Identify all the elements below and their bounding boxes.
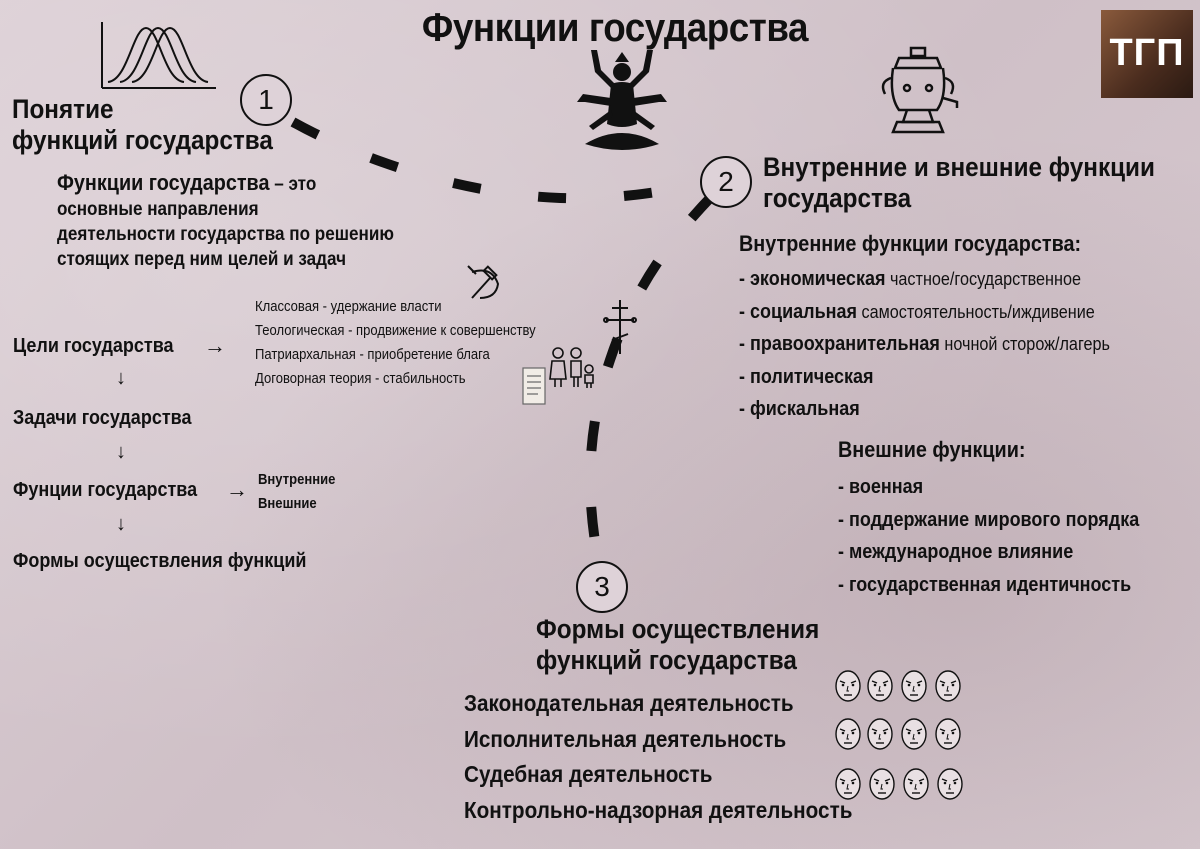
section-1-heading-line-1: Понятие [12, 94, 114, 124]
faces-icon [835, 670, 963, 800]
flow-tasks: Задачи государства [13, 407, 192, 429]
bell-curves-icon [101, 22, 216, 89]
theory-contract: Договорная теория - стабильность [255, 371, 466, 387]
theory-theological: Теологическая - продвижение к совершенст… [255, 323, 536, 339]
definition-term: Функции государства [57, 170, 270, 195]
samovar-icon [881, 46, 959, 134]
theories-list: Классовая - удержание власти Теологическ… [255, 295, 536, 391]
definition-line-3: деятельности государства по решению [57, 224, 394, 245]
definition: Функции государства – это основные напра… [57, 170, 394, 272]
external-military: - военная [838, 476, 924, 498]
internal-political: - политическая [739, 365, 874, 388]
theory-class: Классовая - удержание власти [255, 299, 442, 315]
section-3-heading-line-1: Формы осуществления [536, 614, 820, 644]
section-2-heading-line-2: государства [763, 183, 912, 213]
section-3-heading-line-2: функций государства [536, 645, 797, 675]
section-3-heading: Формы осуществления функций государства [536, 614, 819, 676]
section-2-number: 2 [700, 156, 752, 208]
external-title: Внешние функции: [838, 437, 1026, 462]
function-type-internal: Внутренние [258, 472, 336, 488]
section-2-heading: Внутренние и внешние функции государства [763, 152, 1155, 214]
scroll-icon [522, 367, 546, 405]
forms-list: Законодательная деятельность Исполнитель… [464, 686, 852, 828]
definition-dash: – это [269, 174, 317, 195]
multi-armed-figure-icon [577, 50, 667, 150]
orthodox-cross-icon [603, 300, 637, 354]
definition-line-4: стоящих перед ним целей и задач [57, 249, 347, 270]
definition-line-1: Функции государства – это [57, 170, 394, 197]
external-state-identity: - государственная идентичность [838, 573, 1132, 596]
flow-goals: Цели государства [13, 335, 174, 357]
form-legislative: Законодательная деятельность [464, 690, 794, 716]
flow-arrow-down-2: ↓ [116, 441, 126, 463]
form-supervisory: Контрольно-надзорная деятельность [464, 796, 853, 823]
hammer-sickle-icon [467, 265, 500, 299]
flow-arrow-down-1: ↓ [116, 367, 126, 389]
internal-fiscal: - фискальная [739, 398, 860, 420]
internal-law-enforcement: - правоохранительная ночной сторож/лагер… [739, 333, 1110, 355]
form-judicial: Судебная деятельность [464, 761, 713, 787]
theory-patriarchal: Патриархальная - приобретение блага [255, 347, 490, 363]
section-3-number: 3 [576, 561, 628, 613]
form-executive: Исполнительная деятельность [464, 725, 787, 752]
section-1-heading-line-2: функций государства [12, 125, 273, 155]
section-1-number: 1 [240, 74, 292, 126]
flow-arrow-down-3: ↓ [116, 513, 126, 535]
section-2-heading-line-1: Внутренние и внешние функции [763, 152, 1155, 182]
external-international-influence: - международное влияние [838, 541, 1074, 563]
flow-functions-arrow: → [226, 477, 248, 502]
logo: ТГП [1101, 10, 1193, 98]
internal-economic: - экономическая частное/государственное [739, 268, 1081, 290]
family-icon [549, 347, 594, 388]
function-types: Внутренние Внешние [258, 468, 335, 516]
logo-text: ТГП [1109, 32, 1185, 74]
external-world-order: - поддержание мирового порядка [838, 508, 1140, 531]
function-type-external: Внешние [258, 496, 317, 512]
flow-functions: Фунции государства [13, 479, 198, 501]
internal-list: - экономическая частное/государственное … [739, 263, 1110, 426]
internal-title: Внутренние функции государства: [739, 231, 1082, 256]
section-1-heading: Понятие функций государства [12, 94, 273, 156]
internal-social: - социальная самостоятельность/иждивение [739, 300, 1095, 323]
flow-forms: Формы осуществления функций [13, 550, 307, 572]
page-title: Функции государства [421, 6, 809, 50]
definition-line-2: основные направления [57, 199, 259, 220]
external-list: - военная - поддержание мирового порядка… [838, 471, 1139, 601]
flow-goals-arrow: → [204, 333, 226, 358]
